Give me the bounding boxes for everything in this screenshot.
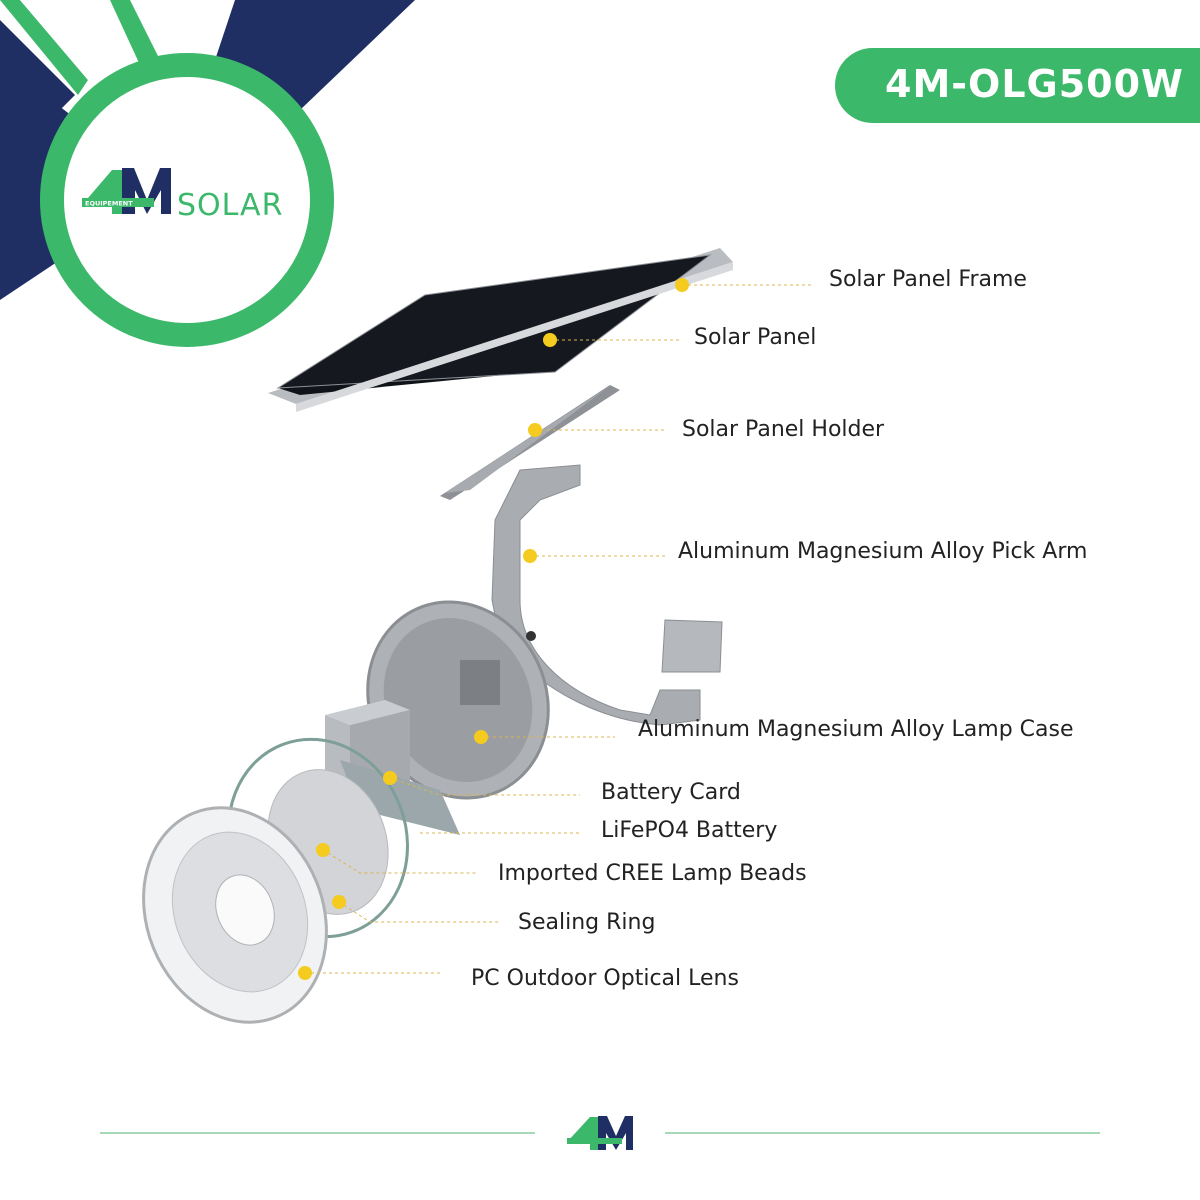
model-badge: 4M-OLG500W xyxy=(835,48,1200,123)
svg-text:EQUIPEMENT: EQUIPEMENT xyxy=(85,200,133,208)
model-number: 4M-OLG500W xyxy=(885,62,1184,106)
marker-dots xyxy=(298,278,689,980)
leader-lines xyxy=(305,284,812,974)
footer-divider xyxy=(100,1116,1100,1150)
corner-decoration xyxy=(0,0,415,347)
label-cree-lamp-beads: Imported CREE Lamp Beads xyxy=(498,861,807,886)
label-sealing-ring: Sealing Ring xyxy=(518,910,656,935)
label-lifepo4-battery: LiFePO4 Battery xyxy=(601,818,778,843)
svg-text:SOLAR: SOLAR xyxy=(177,188,283,223)
pick-arm-illustration xyxy=(491,464,723,726)
label-pick-arm: Aluminum Magnesium Alloy Pick Arm xyxy=(678,539,1088,564)
brand-logo: EQUIPEMENT SOLAR xyxy=(82,168,283,223)
label-lamp-case: Aluminum Magnesium Alloy Lamp Case xyxy=(638,717,1074,742)
solar-panel-illustration xyxy=(268,248,733,412)
label-battery-card: Battery Card xyxy=(601,780,741,805)
label-solar-panel-frame: Solar Panel Frame xyxy=(829,267,1027,292)
label-solar-panel: Solar Panel xyxy=(694,325,817,350)
label-optical-lens: PC Outdoor Optical Lens xyxy=(471,966,739,991)
label-solar-panel-holder: Solar Panel Holder xyxy=(682,417,885,442)
optical-lens-illustration xyxy=(142,806,328,1024)
